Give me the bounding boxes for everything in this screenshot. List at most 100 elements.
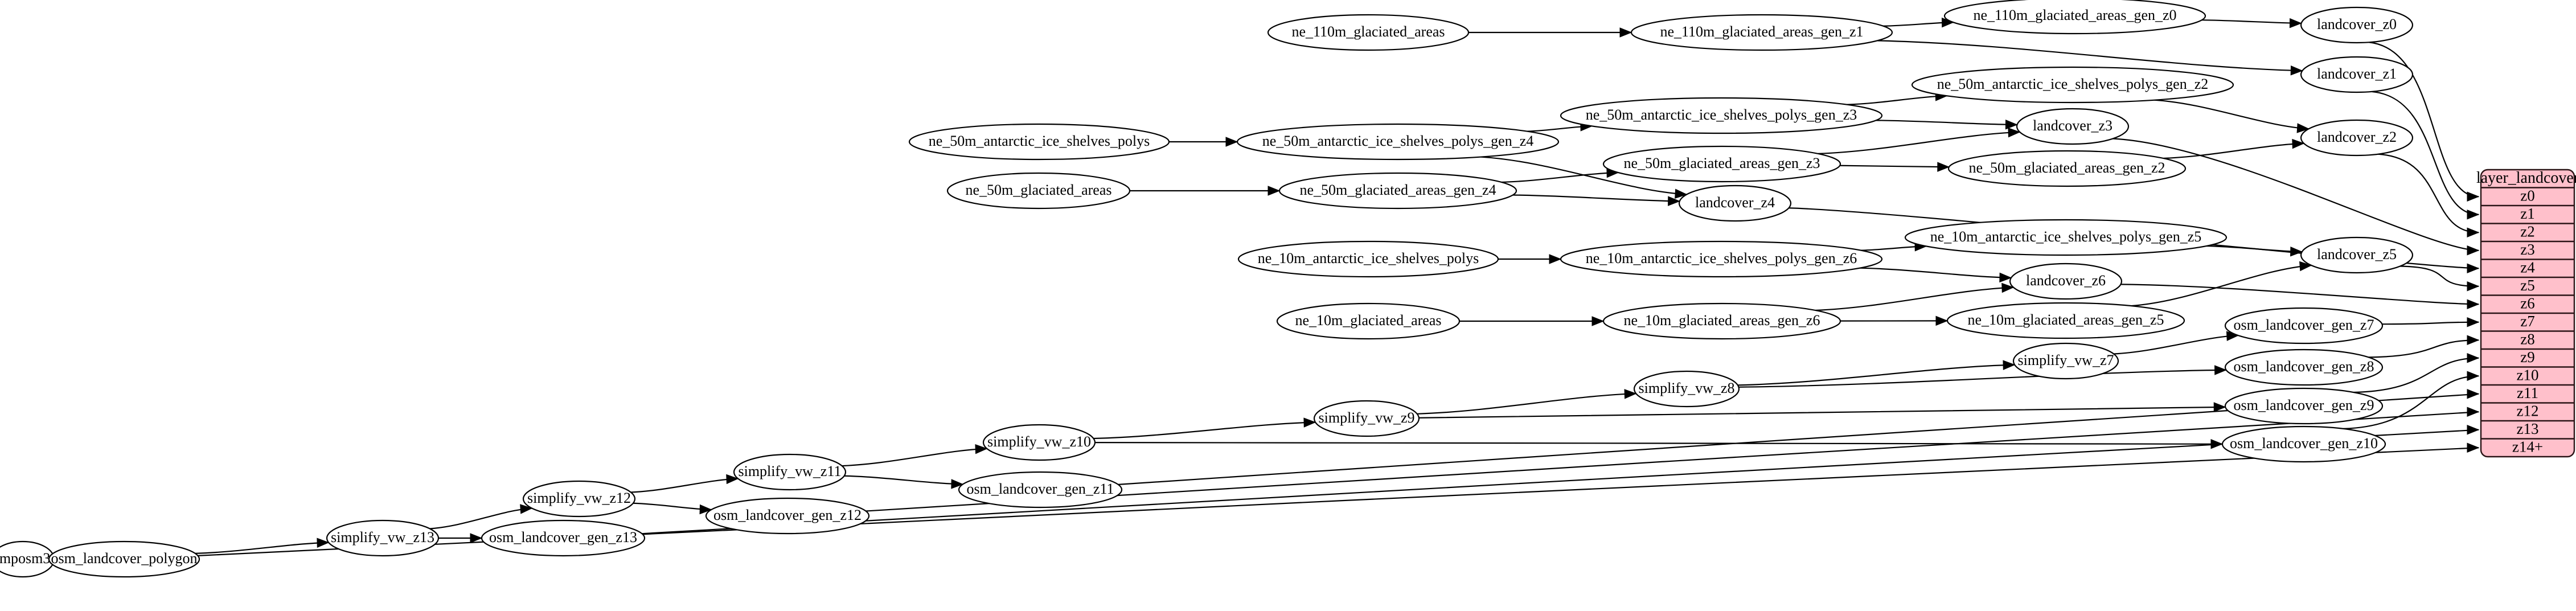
edge-path bbox=[1847, 95, 1947, 105]
table-row-z9[interactable]: z9 bbox=[2520, 348, 2534, 366]
arrow-head bbox=[2467, 227, 2480, 237]
node-ne_50m_antarctic_ice_shelves_polys[interactable]: ne_50m_antarctic_ice_shelves_polys bbox=[908, 123, 1170, 161]
node-ne_10m_glaciated_areas[interactable]: ne_10m_glaciated_areas bbox=[1276, 302, 1461, 340]
edge-path bbox=[1815, 286, 2014, 311]
node-label: ne_10m_glaciated_areas_gen_z5 bbox=[1967, 311, 2164, 328]
node-ne_10m_antarctic_ice_shelves_polys_gen_z6[interactable]: ne_10m_antarctic_ice_shelves_polys_gen_z… bbox=[1560, 240, 1883, 278]
node-landcover_z2[interactable]: landcover_z2 bbox=[2300, 119, 2414, 157]
edge-ne_10m_glaciated_areas_gen_z5-to-landcover_z5 bbox=[2131, 261, 2312, 307]
node-landcover_z1[interactable]: landcover_z1 bbox=[2300, 56, 2414, 93]
table-row-z10[interactable]: z10 bbox=[2517, 366, 2539, 383]
arrow-head bbox=[2467, 425, 2480, 435]
arrow-head bbox=[699, 504, 712, 515]
edge-path bbox=[1877, 40, 2303, 72]
node-landcover_z0[interactable]: landcover_z0 bbox=[2300, 6, 2414, 44]
edge-path bbox=[1737, 364, 2015, 386]
node-ellipse bbox=[1237, 240, 1499, 278]
table-row-z11[interactable]: z11 bbox=[2517, 384, 2538, 401]
edge-path bbox=[1876, 120, 2017, 126]
edge-landcover_z6-to-layer_landcover_z6 bbox=[2120, 284, 2480, 309]
table-row-z4[interactable]: z4 bbox=[2520, 259, 2535, 276]
arrow-head bbox=[1268, 186, 1281, 196]
node-ne_110m_glaciated_areas_gen_z1[interactable]: ne_110m_glaciated_areas_gen_z1 bbox=[1630, 14, 1893, 51]
arrow-head bbox=[2467, 442, 2480, 453]
node-ne_50m_glaciated_areas_gen_z2[interactable]: ne_50m_glaciated_areas_gen_z2 bbox=[1947, 150, 2187, 187]
node-osm_landcover_gen_z7[interactable]: osm_landcover_gen_z7 bbox=[2224, 307, 2384, 345]
table-row-z5[interactable]: z5 bbox=[2520, 277, 2534, 294]
node-label: ne_50m_antarctic_ice_shelves_polys_gen_z… bbox=[1262, 133, 1534, 149]
node-ellipse bbox=[1633, 370, 1740, 408]
arrow-head bbox=[2290, 65, 2303, 76]
node-label: landcover_z6 bbox=[2026, 272, 2106, 289]
table-row-z7[interactable]: z7 bbox=[2520, 313, 2534, 330]
node-landcover_z6[interactable]: landcover_z6 bbox=[2009, 263, 2123, 300]
node-ne_50m_antarctic_ice_shelves_polys_gen_z3[interactable]: ne_50m_antarctic_ice_shelves_polys_gen_z… bbox=[1560, 97, 1883, 134]
node-simplify_vw_z11[interactable]: simplify_vw_z11 bbox=[733, 453, 847, 491]
table-row-z2[interactable]: z2 bbox=[2520, 223, 2534, 240]
node-label: simplify_vw_z7 bbox=[2018, 352, 2114, 368]
node-landcover_z3[interactable]: landcover_z3 bbox=[2016, 108, 2130, 145]
node-ne_10m_antarctic_ice_shelves_polys_gen_z5[interactable]: ne_10m_antarctic_ice_shelves_polys_gen_z… bbox=[1904, 219, 2228, 256]
edge-path bbox=[1094, 442, 2223, 445]
table-row-z8[interactable]: z8 bbox=[2520, 330, 2534, 347]
node-osm_landcover_gen_z13[interactable]: osm_landcover_gen_z13 bbox=[481, 519, 646, 557]
node-label: ne_10m_antarctic_ice_shelves_polys_gen_z… bbox=[1586, 250, 1857, 266]
node-osm_landcover_gen_z8[interactable]: osm_landcover_gen_z8 bbox=[2224, 348, 2384, 386]
node-ne_110m_glaciated_areas[interactable]: ne_110m_glaciated_areas bbox=[1267, 14, 1470, 51]
table-row-z6[interactable]: z6 bbox=[2520, 294, 2534, 311]
edge-path bbox=[2154, 99, 2309, 130]
node-ellipse bbox=[1678, 184, 1792, 222]
arrow-head bbox=[2292, 138, 2305, 149]
edge-osm_landcover_gen_z10-to-layer_landcover_z10 bbox=[2343, 371, 2480, 430]
node-label: landcover_z0 bbox=[2317, 16, 2397, 32]
node-ne_10m_antarctic_ice_shelves_polys[interactable]: ne_10m_antarctic_ice_shelves_polys bbox=[1237, 240, 1499, 278]
edge-landcover_z2-to-layer_landcover_z2 bbox=[2377, 153, 2480, 237]
node-label: simplify_vw_z11 bbox=[738, 463, 841, 479]
node-ellipse bbox=[48, 540, 200, 578]
node-ne_110m_glaciated_areas_gen_z0[interactable]: ne_110m_glaciated_areas_gen_z0 bbox=[1943, 0, 2206, 35]
node-simplify_vw_z13[interactable]: simplify_vw_z13 bbox=[326, 519, 440, 557]
node-ellipse bbox=[908, 123, 1170, 161]
node-imposm3[interactable]: imposm3 bbox=[0, 540, 55, 578]
edge-path bbox=[2368, 339, 2479, 358]
node-landcover_z4[interactable]: landcover_z4 bbox=[1678, 184, 1792, 222]
node-ne_50m_antarctic_ice_shelves_polys_gen_z4[interactable]: ne_50m_antarctic_ice_shelves_polys_gen_z… bbox=[1236, 123, 1560, 161]
node-ne_50m_antarctic_ice_shelves_polys_gen_z2[interactable]: ne_50m_antarctic_ice_shelves_polys_gen_z… bbox=[1911, 66, 2234, 104]
node-ne_50m_glaciated_areas_gen_z3[interactable]: ne_50m_glaciated_areas_gen_z3 bbox=[1602, 145, 1841, 183]
node-simplify_vw_z10[interactable]: simplify_vw_z10 bbox=[982, 424, 1096, 461]
table-row-z13[interactable]: z13 bbox=[2517, 420, 2539, 437]
node-simplify_vw_z12[interactable]: simplify_vw_z12 bbox=[522, 480, 636, 518]
node-ne_50m_glaciated_areas[interactable]: ne_50m_glaciated_areas bbox=[946, 172, 1131, 210]
node-osm_landcover_gen_z12[interactable]: osm_landcover_gen_z12 bbox=[705, 497, 870, 535]
edge-ne_50m_glaciated_areas_gen_z3-to-landcover_z3 bbox=[1818, 127, 2021, 155]
edge-path bbox=[195, 542, 329, 554]
edge-path bbox=[2369, 42, 2479, 198]
node-simplify_vw_z7[interactable]: simplify_vw_z7 bbox=[2012, 342, 2119, 380]
node-landcover_z5[interactable]: landcover_z5 bbox=[2300, 236, 2414, 274]
table-row-z1[interactable]: z1 bbox=[2520, 205, 2534, 222]
node-osm_landcover_polygon[interactable]: osm_landcover_polygon bbox=[48, 540, 200, 578]
edge-simplify_vw_z13-to-simplify_vw_z12 bbox=[429, 504, 533, 530]
table-row-z12[interactable]: z12 bbox=[2517, 402, 2539, 419]
arrow-head bbox=[2467, 263, 2480, 273]
node-ellipse bbox=[2221, 425, 2386, 463]
arrow-head bbox=[2467, 281, 2480, 292]
arrow-head bbox=[2008, 127, 2021, 138]
arrow-head bbox=[951, 479, 964, 489]
node-simplify_vw_z8[interactable]: simplify_vw_z8 bbox=[1633, 370, 1740, 408]
node-ne_10m_glaciated_areas_gen_z5[interactable]: ne_10m_glaciated_areas_gen_z5 bbox=[1946, 302, 2185, 339]
node-osm_landcover_gen_z11[interactable]: osm_landcover_gen_z11 bbox=[958, 471, 1123, 509]
arrow-head bbox=[2290, 247, 2303, 257]
node-ne_50m_glaciated_areas_gen_z4[interactable]: ne_50m_glaciated_areas_gen_z4 bbox=[1278, 172, 1517, 210]
node-osm_landcover_gen_z9[interactable]: osm_landcover_gen_z9 bbox=[2224, 387, 2384, 425]
table-row-z0[interactable]: z0 bbox=[2520, 187, 2534, 204]
edge-path bbox=[2371, 91, 2479, 215]
node-osm_landcover_gen_z10[interactable]: osm_landcover_gen_z10 bbox=[2221, 425, 2386, 463]
table-row-z14+[interactable]: z14+ bbox=[2512, 438, 2543, 455]
edge-ne_110m_glaciated_areas_gen_z1-to-landcover_z1 bbox=[1877, 40, 2303, 76]
node-ne_10m_glaciated_areas_gen_z6[interactable]: ne_10m_glaciated_areas_gen_z6 bbox=[1602, 302, 1841, 340]
node-label: osm_landcover_gen_z11 bbox=[967, 481, 1114, 497]
table-row-z3[interactable]: z3 bbox=[2520, 241, 2534, 258]
edge-ne_10m_antarctic_ice_shelves_polys_gen_z5-to-landcover_z5 bbox=[2206, 245, 2303, 257]
node-simplify_vw_z9[interactable]: simplify_vw_z9 bbox=[1313, 400, 1420, 437]
